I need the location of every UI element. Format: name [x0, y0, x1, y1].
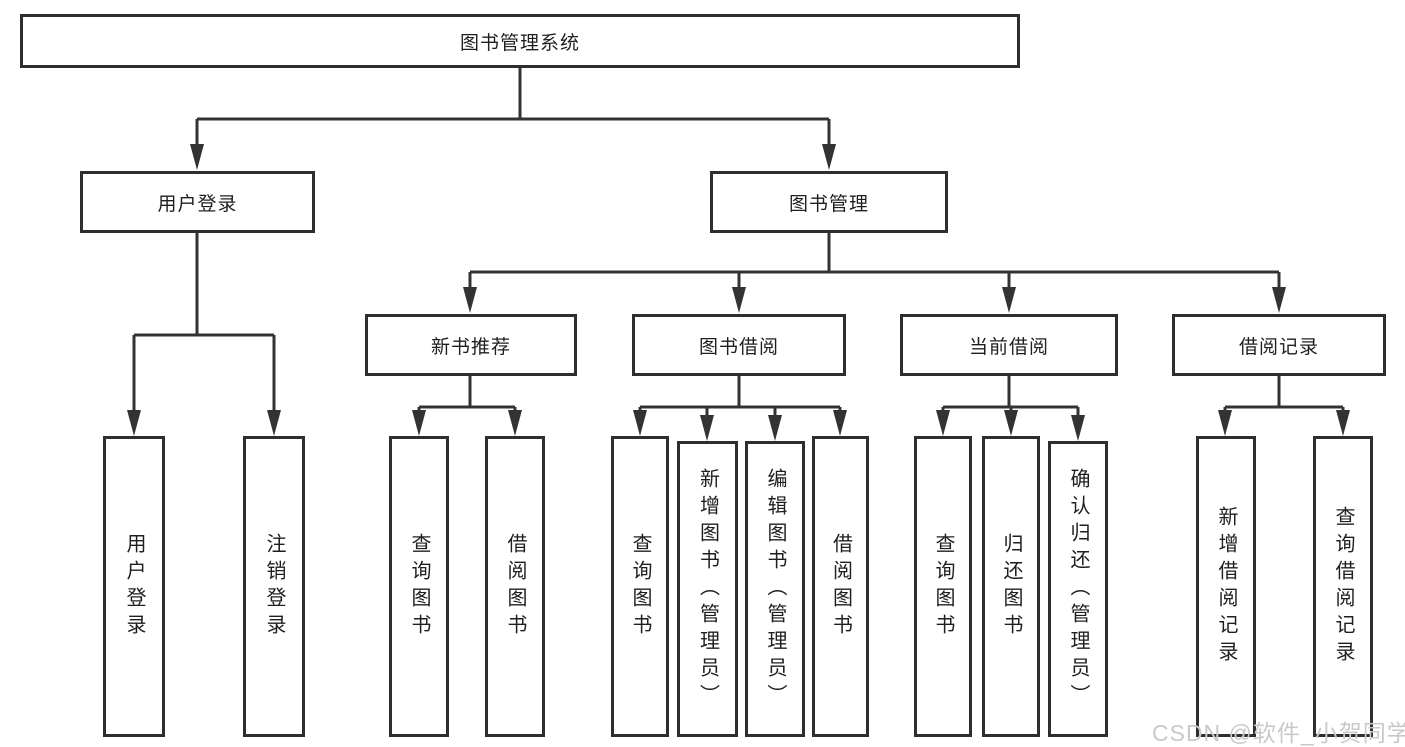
leaf-query-borrow-record: 查询借阅记录: [1313, 436, 1373, 737]
leaf-query-books-recommend: 查询图书: [389, 436, 449, 737]
leaf-label: 新增图书（管理员）: [696, 467, 719, 711]
leaf-add-borrow-record: 新增借阅记录: [1196, 436, 1256, 737]
leaf-borrow-books-recommend: 借阅图书: [485, 436, 545, 737]
leaf-confirm-return-admin: 确认归还（管理员）: [1048, 441, 1108, 737]
leaf-edit-books-admin: 编辑图书（管理员）: [745, 441, 805, 737]
leaf-label: 查询图书: [932, 532, 954, 641]
leaf-borrow-books: 借阅图书: [812, 436, 869, 737]
node-new-book-recommend: 新书推荐: [365, 314, 577, 376]
leaf-label: 查询借阅记录: [1332, 505, 1354, 668]
leaf-label: 编辑图书（管理员）: [764, 467, 786, 711]
node-book-management-branch: 图书管理: [710, 171, 948, 233]
leaf-label: 查询图书: [629, 532, 651, 641]
node-current-borrow: 当前借阅: [900, 314, 1118, 376]
node-borrow-records: 借阅记录: [1172, 314, 1386, 376]
leaf-label: 注销登录: [263, 532, 285, 641]
leaf-label: 查询图书: [408, 532, 430, 641]
node-book-borrow: 图书借阅: [632, 314, 846, 376]
node-user-login-branch: 用户登录: [80, 171, 315, 233]
leaf-label: 归还图书: [1000, 532, 1022, 641]
leaf-user-login: 用户登录: [103, 436, 165, 737]
leaf-query-books-borrow: 查询图书: [611, 436, 669, 737]
leaf-label: 用户登录: [123, 532, 145, 641]
leaf-label: 借阅图书: [504, 532, 526, 641]
leaf-label: 新增借阅记录: [1215, 505, 1237, 668]
leaf-label: 确认归还（管理员）: [1067, 467, 1089, 711]
leaf-label: 借阅图书: [829, 532, 852, 641]
leaf-query-books-current: 查询图书: [914, 436, 972, 737]
node-library-management-system: 图书管理系统: [20, 14, 1020, 68]
leaf-add-books-admin: 新增图书（管理员）: [677, 441, 738, 737]
leaf-logout-login: 注销登录: [243, 436, 305, 737]
leaf-return-books: 归还图书: [982, 436, 1040, 737]
csdn-watermark: CSDN @软件_小贺同学: [1152, 720, 1405, 746]
